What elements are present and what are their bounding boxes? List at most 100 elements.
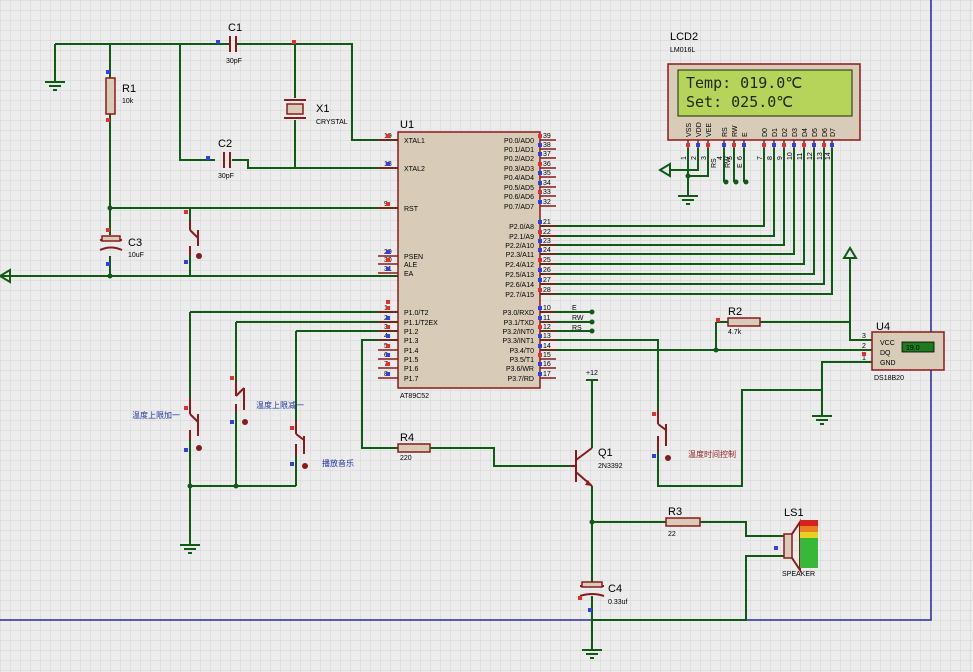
u1-pin-name: P2.1/A9 [509, 234, 534, 241]
u1-pin-name: P3.1/TXD [504, 320, 534, 327]
u1-pin-number: 25 [543, 257, 551, 264]
u4-display [901, 341, 935, 353]
u1-pin-name: EA [404, 271, 414, 278]
c1-ref: C1 [228, 22, 242, 34]
temperature-sensor-u4[interactable]: U4 19.0 VCC DQ GND 3 2 1 DS18B20 [862, 321, 945, 382]
u1-model: AT89C52 [400, 393, 429, 400]
lcd-pin-name: VEE [706, 123, 713, 137]
u4-pin-num-1: 1 [862, 355, 866, 362]
lcd-net-e: E [737, 163, 744, 168]
u1-pin-number: 39 [543, 133, 551, 140]
u4-reading: 19.0 [906, 345, 920, 352]
pin-state-markers [106, 40, 866, 612]
capacitor-c3[interactable]: C3 10uF [99, 235, 144, 259]
lcd-pin-name: VSS [686, 123, 693, 137]
button-timer[interactable]: 温度时间控制 [657, 410, 736, 461]
ls1-model: SPEAKER [782, 571, 815, 578]
u1-pin-name: P0.0/AD0 [504, 138, 534, 145]
power-arrow-icon [842, 246, 858, 259]
u1-pin-name: XTAL1 [404, 138, 425, 145]
u1-pin-name: P0.2/AD2 [504, 156, 534, 163]
r4-ref: R4 [400, 432, 414, 444]
u1-ref: U1 [400, 119, 414, 131]
u1-pin-number: 22 [543, 229, 551, 236]
capacitor-c2[interactable]: C2 30pF [218, 138, 234, 180]
button-temp-down[interactable]: 温度上限减一 [235, 382, 304, 425]
button-music[interactable]: 播放音乐 [295, 420, 354, 469]
r2-value: 4.7k [728, 329, 742, 336]
u1-pin-name: P0.1/AD1 [504, 147, 534, 154]
lcd-pin-number: 4 [717, 156, 724, 160]
lcd-pin-name: D0 [762, 128, 769, 137]
power-arrow-icon [0, 268, 11, 284]
speaker-ls1[interactable]: LS1 SPEAKER [782, 507, 818, 578]
lcd-pin-name: E [742, 132, 749, 137]
c4-ref: C4 [608, 583, 622, 595]
u1-pin-name: P3.7/RD [508, 376, 534, 383]
r4-value: 220 [400, 455, 412, 462]
lcd-pin-name: D3 [792, 128, 799, 137]
u1-pin-name: P3.6/WR [506, 366, 534, 373]
net-label-rw: RW [572, 315, 584, 322]
resistor-r1[interactable]: R1 10k [105, 77, 136, 115]
ground-icon [180, 544, 200, 554]
resistor-r4[interactable]: R4 220 [397, 432, 431, 462]
u1-pin-number: 37 [543, 151, 551, 158]
capacitor-c1[interactable]: C1 30pF [226, 22, 245, 65]
r1-ref: R1 [122, 83, 136, 95]
lcd-pin-name: D7 [830, 128, 837, 137]
x1-value: CRYSTAL [316, 119, 348, 126]
lcd-pin-name: D4 [802, 128, 809, 137]
resistor-r3[interactable]: R3 22 [665, 506, 701, 538]
lcd-pin-number: 7 [757, 156, 764, 160]
crystal-x1[interactable]: X1 CRYSTAL [284, 99, 348, 126]
lcd-display-lcd2[interactable]: LCD2 LM016L Temp: 019.0℃ Set: 025.0℃ VSS… [667, 31, 861, 168]
lcd-pin-number: 9 [777, 156, 784, 160]
lcd-pin-number: 8 [767, 156, 774, 160]
capacitor-c4[interactable]: C4 0.33uf [579, 581, 628, 610]
reset-button[interactable] [189, 220, 202, 259]
u1-pin-name: P1.3 [404, 338, 419, 345]
lcd-pin-number: 10 [787, 152, 794, 160]
lcd-pin-number: 14 [825, 152, 832, 160]
net-label-e: E [572, 305, 577, 312]
u4-pin-gnd: GND [880, 360, 896, 367]
u1-pin-name: P3.3/INT1 [502, 338, 534, 345]
u1-pin-name: XTAL2 [404, 166, 425, 173]
c2-ref: C2 [218, 138, 232, 150]
u1-pin-name: P2.4/A12 [505, 262, 534, 269]
lcd-pin-number: 2 [691, 156, 698, 160]
c1-value: 30pF [226, 58, 242, 65]
ground-icon [582, 649, 602, 659]
lcd-ref: LCD2 [670, 31, 698, 43]
lcd-pin-number: 5 [727, 156, 734, 160]
lcd-pin-name: D5 [812, 128, 819, 137]
microcontroller-u1[interactable]: U1 AT89C52 19XTAL118XTAL29RST29PSEN30ALE… [378, 119, 556, 400]
lcd-pin-name: RW [732, 125, 739, 137]
u1-pin-number: 27 [543, 277, 551, 284]
button-temp-up[interactable]: 温度上限加一 [132, 398, 202, 451]
u1-pin-number: 35 [543, 170, 551, 177]
u1-pin-number: 33 [543, 189, 551, 196]
u1-pin-name: P1.2 [404, 329, 419, 336]
lcd-line1: Temp: 019.0℃ [686, 74, 802, 92]
transistor-q1[interactable]: Q1 2N3392 [570, 447, 623, 487]
u1-pin-number: 17 [543, 371, 551, 378]
r2-ref: R2 [728, 306, 742, 318]
u1-pin-name: P0.5/AD5 [504, 185, 534, 192]
lcd-pin-number: 12 [807, 152, 814, 160]
u1-pin-number: 13 [543, 333, 551, 340]
u4-pin-vcc: VCC [880, 340, 895, 347]
c3-value: 10uF [128, 252, 144, 259]
resistor-r2[interactable]: R2 4.7k [716, 306, 761, 336]
lcd-model: LM016L [670, 47, 695, 54]
u1-pin-name: P2.0/A8 [509, 224, 534, 231]
u1-pin-number: 26 [543, 267, 551, 274]
u1-pin-number: 16 [543, 361, 551, 368]
u1-pin-number: 24 [543, 247, 551, 254]
u1-pin-name: P2.7/A15 [505, 292, 534, 299]
u1-pin-name: P1.1/T2EX [404, 320, 438, 327]
lcd-pin-name: VDD [696, 122, 703, 137]
u1-pin-name: P0.3/AD3 [504, 166, 534, 173]
